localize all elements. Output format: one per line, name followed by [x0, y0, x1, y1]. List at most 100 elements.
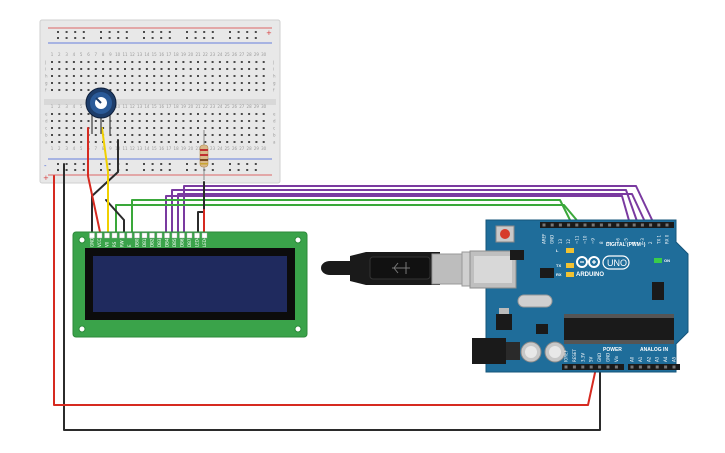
- lcd-pin[interactable]: [156, 232, 163, 239]
- row-letter: g: [273, 81, 276, 86]
- breadboard-hole: [51, 61, 53, 63]
- breadboard-hole: [131, 61, 134, 63]
- breadboard-hole: [240, 61, 243, 63]
- breadboard-hole: [160, 127, 163, 129]
- breadboard-hole: [138, 68, 141, 70]
- rail-hole: [160, 31, 163, 33]
- breadboard-hole: [255, 113, 258, 115]
- breadboard-hole: [116, 82, 119, 84]
- rail-hole: [229, 31, 231, 33]
- power-pin[interactable]: [581, 365, 585, 369]
- breadboard-hole: [160, 120, 163, 122]
- digital-pin[interactable]: [608, 223, 612, 227]
- breadboard-hole: [233, 113, 236, 115]
- digital-pin[interactable]: [640, 223, 644, 227]
- row-letter: b: [45, 133, 48, 138]
- digital-pin[interactable]: [599, 223, 603, 227]
- analog-pin-label: A4: [663, 356, 668, 362]
- lcd-pin-label: DB5: [172, 238, 177, 247]
- breadboard-hole: [175, 120, 178, 122]
- lcd-pin[interactable]: [104, 232, 110, 239]
- column-number: 18: [174, 104, 180, 109]
- lcd-pin[interactable]: [96, 232, 103, 239]
- lcd-pin[interactable]: [179, 232, 185, 239]
- rail-hole: [100, 163, 102, 165]
- digital-label: DIGITAL (PWM~): [606, 242, 646, 248]
- breadboard-hole: [153, 127, 156, 129]
- analog-pin[interactable]: [630, 365, 634, 369]
- digital-pin[interactable]: [558, 223, 562, 227]
- rail-hole: [100, 37, 102, 39]
- breadboard-hole: [94, 127, 97, 129]
- power-pin[interactable]: [564, 365, 568, 369]
- breadboard-hole: [197, 120, 199, 122]
- digital-pin[interactable]: [550, 223, 554, 227]
- lcd-pin[interactable]: [194, 232, 200, 239]
- breadboard-hole: [131, 141, 134, 143]
- breadboard-hole: [87, 89, 90, 91]
- analog-pin[interactable]: [655, 365, 659, 369]
- digital-pin[interactable]: [657, 223, 661, 227]
- digital-pin-label: ~9: [591, 238, 596, 244]
- digital-pin[interactable]: [616, 223, 620, 227]
- digital-pin[interactable]: [542, 223, 546, 227]
- wire-purple-db7: [183, 185, 655, 233]
- digital-pin[interactable]: [665, 223, 669, 227]
- digital-pin[interactable]: [575, 223, 579, 227]
- lcd-pin[interactable]: [141, 232, 148, 239]
- breadboard-hole: [160, 113, 163, 115]
- lcd-pin[interactable]: [111, 232, 118, 239]
- lcd-pin-label: DB3: [157, 238, 162, 247]
- row-letter: c: [45, 126, 47, 131]
- breadboard-hole: [72, 61, 75, 63]
- column-number: 26: [232, 146, 238, 151]
- lcd-pin[interactable]: [201, 232, 208, 239]
- breadboard-hole: [72, 120, 75, 122]
- rail-hole: [254, 31, 257, 33]
- digital-pin[interactable]: [649, 223, 653, 227]
- digital-pin[interactable]: [624, 223, 628, 227]
- analog-pin[interactable]: [664, 365, 668, 369]
- breadboard-hole: [189, 113, 192, 115]
- breadboard-hole: [197, 68, 199, 70]
- row-letter: j: [44, 60, 46, 65]
- lcd-pin[interactable]: [186, 232, 193, 239]
- row-letter: f: [45, 88, 47, 93]
- led-on: [654, 258, 662, 263]
- rail-hole: [82, 31, 85, 33]
- power-pin[interactable]: [606, 365, 610, 369]
- breadboard-hole: [131, 89, 134, 91]
- digital-pin[interactable]: [583, 223, 587, 227]
- rail-hole: [151, 31, 154, 33]
- power-pin[interactable]: [589, 365, 593, 369]
- digital-pin[interactable]: [591, 223, 595, 227]
- breadboard-hole: [189, 127, 192, 129]
- model-label: UNO: [607, 258, 627, 268]
- power-pin[interactable]: [572, 365, 576, 369]
- lcd-pin[interactable]: [171, 232, 178, 239]
- lcd-pin[interactable]: [134, 232, 140, 239]
- analog-pin[interactable]: [672, 365, 676, 369]
- lcd-pin[interactable]: [149, 232, 155, 239]
- lcd-pin[interactable]: [126, 232, 133, 239]
- lcd-pin[interactable]: [164, 232, 170, 239]
- reset-button-cap[interactable]: [500, 229, 510, 239]
- analog-pin[interactable]: [638, 365, 642, 369]
- lcd-pin-label: DB6: [180, 238, 185, 247]
- breadboard-hole: [262, 68, 265, 70]
- rail-hole: [229, 163, 231, 165]
- lcd-pin[interactable]: [89, 232, 95, 239]
- breadboard-hole: [218, 68, 221, 70]
- digital-pin[interactable]: [567, 223, 571, 227]
- column-number: 7: [95, 146, 98, 151]
- breadboard-hole: [160, 61, 163, 63]
- power-pin[interactable]: [598, 365, 602, 369]
- digital-pin[interactable]: [632, 223, 636, 227]
- analog-pin[interactable]: [647, 365, 651, 369]
- power-pin[interactable]: [614, 365, 618, 369]
- lcd-pin[interactable]: [119, 232, 125, 239]
- breadboard-hole: [153, 141, 156, 143]
- column-number: 4: [73, 104, 76, 109]
